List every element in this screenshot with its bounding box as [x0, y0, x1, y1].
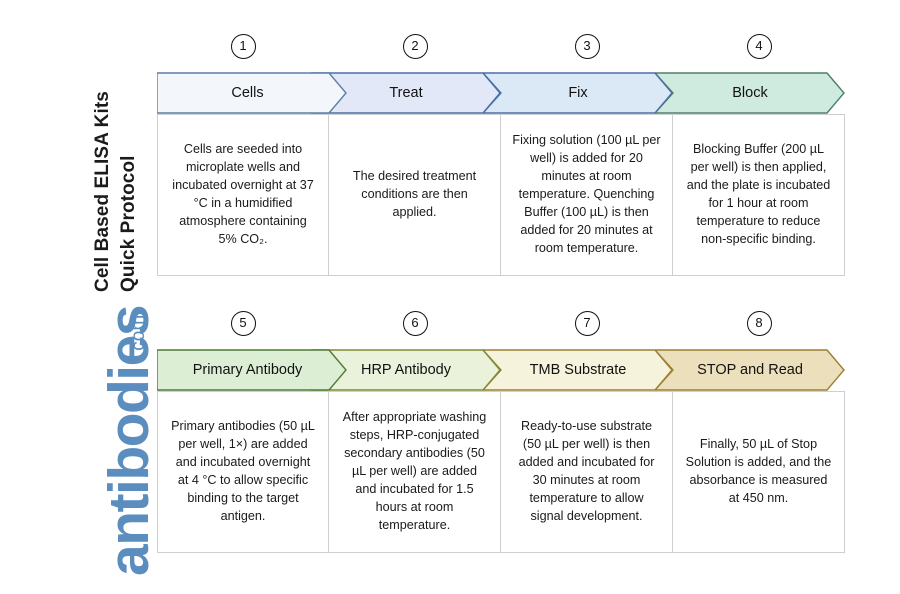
step-number-badge: 4 [746, 34, 772, 59]
step-description-text: Blocking Buffer (200 µL per well) is the… [686, 142, 831, 246]
page-title-line-2: Quick Protocol [118, 155, 139, 292]
step-number-badge: 8 [746, 311, 772, 336]
step-description-cell: Primary antibodies (50 µL per well, 1×) … [157, 391, 329, 553]
step-description-text: Cells are seeded into microplate wells a… [172, 142, 314, 246]
step-description-text: Fixing solution (100 µL per well) is add… [512, 133, 661, 255]
step-description-cell: Blocking Buffer (200 µL per well) is the… [673, 114, 845, 276]
step-description-cell: Ready-to-use substrate (50 µL per well) … [501, 391, 673, 553]
page-title-line-1: Cell Based ELISA Kits [92, 91, 113, 292]
chevron-shape [157, 72, 347, 114]
logo-tld: .com [128, 314, 149, 356]
step-number-badge: 6 [402, 311, 428, 336]
step-number-band: 5 6 7 8 [157, 311, 845, 349]
step-description-cell: After appropriate washing steps, HRP-con… [329, 391, 501, 553]
step-number-badge: 2 [402, 34, 428, 59]
step-description-cell: Finally, 50 µL of Stop Solution is added… [673, 391, 845, 553]
chevron-shape [157, 349, 347, 391]
step-description-band: Cells are seeded into microplate wells a… [157, 114, 845, 276]
chevron-shape [655, 72, 845, 114]
step-number-band: 1 2 3 4 [157, 34, 845, 72]
step-number-badge: 3 [574, 34, 600, 59]
step-description-cell: The desired treatment conditions are the… [329, 114, 501, 276]
step-number-badge: 7 [574, 311, 600, 336]
chevron-shape [483, 349, 673, 391]
chevron-shape [483, 72, 673, 114]
step-description-text: Ready-to-use substrate (50 µL per well) … [518, 419, 655, 523]
step-description-text: The desired treatment conditions are the… [352, 169, 477, 219]
step-chevron[interactable]: Block [655, 72, 845, 114]
step-description-cell: Fixing solution (100 µL per well) is add… [501, 114, 673, 276]
step-description-cell: Cells are seeded into microplate wells a… [157, 114, 329, 276]
step-description-band: Primary antibodies (50 µL per well, 1×) … [157, 391, 845, 553]
step-chevron[interactable]: TMB Substrate [483, 349, 673, 391]
chevron-shape [655, 349, 845, 391]
step-description-text: Primary antibodies (50 µL per well, 1×) … [171, 419, 315, 523]
step-chevron[interactable]: Cells [157, 72, 347, 114]
branding-rail: Cell Based ELISA Kits Quick Protocol ant… [0, 0, 161, 594]
step-number-badge: 1 [230, 34, 256, 59]
step-chevron[interactable]: STOP and Read [655, 349, 845, 391]
step-description-text: Finally, 50 µL of Stop Solution is added… [685, 437, 832, 505]
step-description-text: After appropriate washing steps, HRP-con… [342, 410, 487, 532]
step-chevron[interactable]: Fix [483, 72, 673, 114]
step-number-badge: 5 [230, 311, 256, 336]
step-chevron[interactable]: Primary Antibody [157, 349, 347, 391]
